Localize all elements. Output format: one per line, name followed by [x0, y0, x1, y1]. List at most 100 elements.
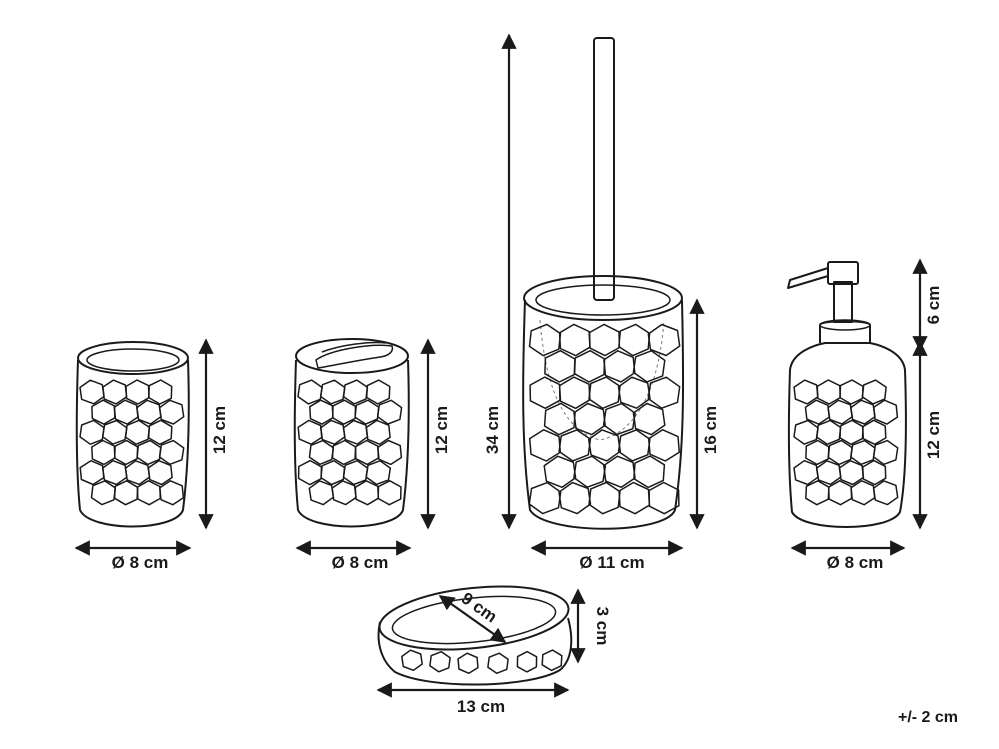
honeycomb-cell [617, 429, 651, 462]
honeycomb-cell [365, 419, 391, 445]
honeycomb-cell [558, 376, 591, 410]
honeycomb-cell [804, 399, 830, 425]
honeycomb-cell [331, 480, 357, 506]
toothbrush-holder [293, 338, 410, 528]
holder-diameter-label: Ø 8 cm [332, 553, 389, 572]
honeycomb-cell [618, 323, 651, 357]
tumbler-diameter-label: Ø 8 cm [112, 553, 169, 572]
honeycomb-cell [558, 429, 592, 462]
honeycomb-cell [79, 419, 105, 445]
honeycomb-cell [147, 459, 173, 486]
honeycomb-cell [872, 480, 899, 506]
honeycomb-cell [319, 419, 346, 445]
honeycomb-cell [113, 399, 139, 425]
honeycomb-cell [850, 480, 876, 506]
honeycomb-cell [827, 399, 853, 425]
honeycomb-cell [158, 439, 185, 466]
honeycomb-cell [365, 379, 391, 405]
honeycomb-cell [148, 379, 173, 405]
tolerance-note: +/- 2 cm [898, 709, 958, 726]
honeycomb-cell [457, 652, 479, 675]
honeycomb-cell [839, 419, 864, 446]
honeycomb-cell [354, 480, 380, 506]
honeycomb-cell [354, 399, 380, 425]
honeycomb-cell [319, 379, 346, 405]
honeycomb-cell [793, 379, 819, 405]
honeycomb-cell [376, 399, 403, 425]
honeycomb-cell [354, 439, 380, 466]
dispenser-diameter-label: Ø 8 cm [827, 553, 884, 572]
honeycomb-cell [342, 459, 369, 486]
honeycomb-pattern [297, 379, 403, 506]
honeycomb-cell [603, 350, 636, 383]
honeycomb-cell [815, 460, 842, 486]
honeycomb-cell [632, 402, 666, 436]
honeycomb-cell [617, 376, 651, 409]
brush-diameter-label: Ø 11 cm [579, 553, 644, 572]
honeycomb-cell [308, 439, 335, 466]
honeycomb-cell [872, 439, 899, 466]
honeycomb-cell [331, 439, 357, 466]
honeycomb-cell [839, 379, 864, 405]
honeycomb-cell [308, 480, 335, 506]
honeycomb-cell [543, 402, 576, 436]
honeycomb-cell [79, 459, 105, 486]
honeycomb-cell [101, 459, 128, 486]
honeycomb-cell [297, 459, 323, 486]
honeycomb-cell [816, 419, 842, 445]
brush-handle [593, 37, 615, 301]
honeycomb-cell [320, 459, 346, 486]
honeycomb-cell [429, 650, 451, 673]
honeycomb-pattern [793, 379, 899, 506]
honeycomb-cell [805, 480, 830, 506]
honeycomb-cell [573, 402, 606, 436]
toilet-brush [522, 37, 685, 530]
dispenser-body-height-label: 12 cm [924, 411, 943, 459]
honeycomb-cell [136, 439, 162, 466]
tumbler-height-label: 12 cm [210, 406, 229, 454]
honeycomb-cell [647, 429, 681, 462]
honeycomb-cell [588, 376, 621, 410]
honeycomb-cell [516, 650, 538, 673]
honeycomb-cell [124, 419, 151, 445]
honeycomb-cell [793, 459, 819, 486]
honeycomb-cell [124, 460, 151, 486]
honeycomb-cell [647, 376, 681, 409]
honeycomb-cell [541, 649, 563, 672]
honeycomb-cell [850, 399, 876, 425]
dish-depth-label: 9 cm [458, 589, 501, 627]
honeycomb-cell [342, 379, 369, 405]
honeycomb-cell [602, 402, 636, 436]
honeycomb-cell [861, 379, 887, 405]
honeycomb-cell [632, 350, 666, 383]
honeycomb-cell [587, 429, 622, 462]
honeycomb-cell [827, 480, 853, 506]
dish-width-label: 13 cm [457, 697, 505, 716]
honeycomb-cell [573, 455, 607, 488]
honeycomb-cell [850, 439, 876, 466]
honeycomb-cell [558, 481, 592, 515]
honeycomb-cell [805, 439, 830, 466]
honeycomb-cell [113, 480, 139, 506]
honeycomb-cell [377, 480, 402, 506]
honeycomb-cell [147, 419, 173, 446]
honeycomb-cell [838, 459, 865, 486]
honeycomb-cell [90, 480, 117, 506]
honeycomb-cell [113, 439, 139, 466]
honeycomb-cell [529, 376, 561, 410]
honeycomb-cell [588, 481, 621, 515]
honeycomb-cell [528, 429, 562, 462]
honeycomb-cell [648, 481, 680, 515]
dish-depth-arrow [438, 595, 507, 643]
honeycomb-cell [647, 323, 681, 357]
honeycomb-cell [862, 459, 887, 486]
honeycomb-cell [159, 480, 185, 506]
honeycomb-cell [873, 399, 899, 425]
brush-total-height-label: 34 cm [483, 406, 502, 454]
dish-height-label: 3 cm [593, 607, 612, 646]
honeycomb-cell [365, 460, 392, 486]
honeycomb-cell [342, 419, 369, 445]
honeycomb-cell [401, 649, 423, 672]
honeycomb-cell [101, 419, 128, 445]
